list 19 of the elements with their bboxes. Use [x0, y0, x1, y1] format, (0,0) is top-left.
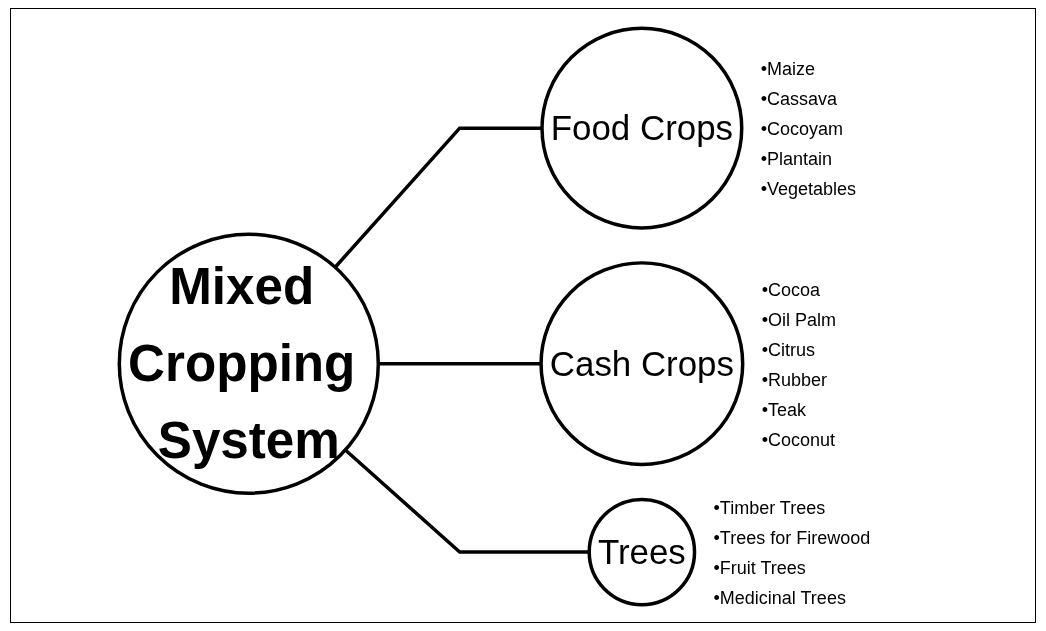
list-item: •Timber Trees	[713, 497, 826, 521]
list-item: •Rubber	[761, 368, 828, 392]
list-item: •Citrus	[761, 338, 815, 362]
list-item: •Oil Palm	[761, 308, 836, 332]
node-label: Cash Crops	[549, 344, 734, 383]
list-item: •Coconut	[761, 428, 836, 452]
list-item: •Maize	[760, 58, 816, 82]
list-item: •Cocoyam	[760, 118, 844, 142]
list-item: •Teak	[761, 398, 806, 422]
list-item: •Fruit Trees	[713, 557, 806, 581]
list-item: •Cassava	[760, 88, 838, 112]
node-label: Trees	[597, 532, 686, 572]
node-label: Mixed Cropping System	[128, 257, 356, 469]
list-item: •Trees for Firewood	[713, 527, 871, 551]
node-label: Food Crops	[550, 108, 734, 148]
list-item: •Vegetables	[760, 178, 857, 202]
list-item: •Cocoa	[761, 278, 821, 302]
list-item: •Medicinal Trees	[713, 587, 846, 611]
list-item: •Plantain	[760, 148, 833, 172]
